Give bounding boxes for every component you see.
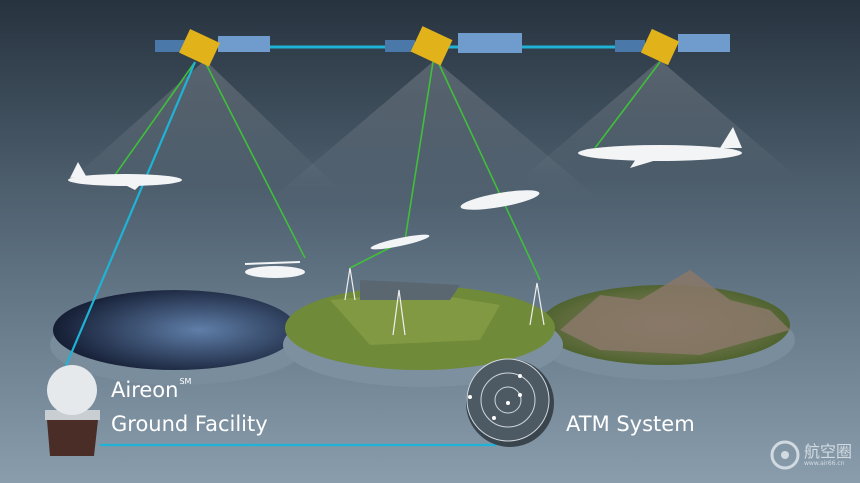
ground-facility-icon (45, 365, 100, 456)
satellite-coverage-beam (270, 60, 600, 200)
watermark-name: 航空圈 (804, 441, 853, 461)
satellite-icon (615, 28, 730, 66)
fields (330, 292, 500, 345)
mountains (560, 270, 790, 355)
ocean-disc (53, 290, 297, 370)
business-jet-icon (460, 190, 540, 210)
watermark-logo-icon (770, 440, 800, 470)
ground-facility-brand-label: AireonSM (111, 377, 192, 402)
ground-facility-label: Ground Facility (111, 412, 268, 436)
service-mark: SM (179, 377, 192, 386)
satellite-icon (385, 26, 522, 66)
widebody-icon (578, 145, 742, 161)
aircraft (68, 127, 742, 278)
satellite-icon (155, 29, 270, 67)
watermark-url: www.air66.cn (804, 459, 845, 467)
radar-display-icon (466, 358, 554, 447)
light-plane-icon (370, 234, 430, 250)
city (360, 280, 460, 300)
helicopter-icon (245, 266, 305, 278)
atm-system-label: ATM System (566, 412, 695, 436)
satellite-coverage-beam (60, 60, 340, 190)
downlinks (114, 61, 661, 281)
